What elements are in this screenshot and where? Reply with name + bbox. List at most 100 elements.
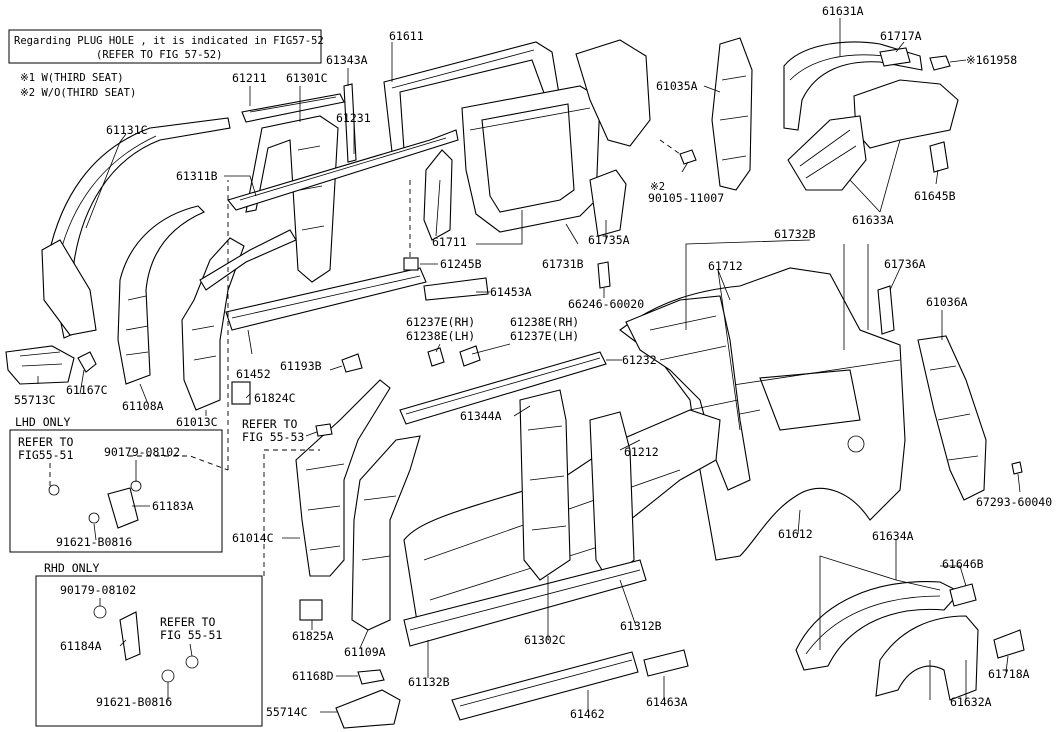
lhd-part-91621: 91621-B0816	[56, 535, 132, 549]
part-labels: 61611 61211 61301C 61343A 61131C 61311B …	[14, 4, 1052, 721]
label-61231: 61231	[336, 111, 371, 125]
label-61036a: 61036A	[926, 295, 968, 309]
part-61717a-shape	[879, 47, 911, 67]
label-61168d: 61168D	[292, 669, 334, 683]
label-61108a: 61108A	[122, 399, 164, 413]
footnote-no-third-seat: ※2 W/O(THIRD SEAT)	[20, 87, 136, 99]
label-61453a: 61453A	[490, 285, 532, 299]
part-61131c-shape	[47, 117, 231, 339]
refer-fig-55-53-line2: FIG 55-53	[242, 430, 304, 444]
lhd-only-title: LHD ONLY	[15, 415, 70, 429]
label-90105-11007: 90105-11007	[648, 191, 724, 205]
rhd-only-title: RHD ONLY	[44, 561, 99, 575]
lhd-refer-line2: FIG55-51	[18, 448, 73, 462]
label-61014c: 61014C	[232, 531, 274, 545]
label-61612: 61612	[778, 527, 813, 541]
label-61717a: 61717A	[880, 29, 922, 43]
rhd-part-91621: 91621-B0816	[96, 695, 172, 709]
plug-hole-note: Regarding PLUG HOLE , it is indicated in…	[8, 29, 324, 64]
label-61211: 61211	[232, 71, 267, 85]
label-61013c: 61013C	[176, 415, 218, 429]
label-61611: 61611	[389, 29, 424, 43]
part-drawings	[5, 37, 1025, 729]
label-61238e-rh: 61238E(RH)	[510, 315, 579, 329]
part-55714c-shape	[335, 689, 401, 729]
rhd-part-61184a: 61184A	[60, 639, 102, 653]
part-61824c-shape	[231, 381, 251, 405]
label-61132b: 61132B	[408, 675, 450, 689]
label-61312b: 61312B	[620, 619, 662, 633]
label-61718a: 61718A	[988, 667, 1030, 681]
label-61311b: 61311B	[176, 169, 218, 183]
label-55714c: 55714C	[266, 705, 308, 719]
label-61711: 61711	[432, 235, 467, 249]
part-66246-shape	[597, 261, 611, 289]
label-61462: 61462	[570, 707, 605, 721]
label-61631a: 61631A	[822, 4, 864, 18]
label-61245b: 61245B	[440, 257, 482, 271]
part-61312b-shape	[589, 411, 635, 581]
label-61825a: 61825A	[292, 629, 334, 643]
part-61237e-shape	[459, 345, 481, 367]
part-61211-shape	[241, 93, 345, 123]
label-61212: 61212	[624, 445, 659, 459]
part-61108a-shape	[117, 205, 205, 385]
part-61343a-shape	[343, 83, 357, 163]
part-61633a-shape	[853, 79, 959, 149]
lhd-part-61183a: 61183A	[152, 499, 194, 513]
label-61824c: 61824C	[254, 391, 296, 405]
part-61711-shape	[423, 149, 453, 241]
part-61645b-shape	[929, 141, 949, 173]
label-61193b: 61193B	[280, 359, 322, 373]
label-66246-60020: 66246-60020	[568, 297, 644, 311]
part-61453a-shape	[423, 277, 489, 301]
part-61646b-shape	[949, 583, 977, 607]
label-67293-60040: 67293-60040	[976, 495, 1052, 509]
part-61631a-shape	[783, 41, 923, 131]
part-61718a-shape	[993, 629, 1025, 659]
lhd-refer-line1: REFER TO	[18, 435, 73, 449]
part-61014c-shape	[295, 379, 391, 577]
rhd-part-90179: 90179-08102	[60, 583, 136, 597]
rhd-refer-line1: REFER TO	[160, 615, 215, 629]
part-61735a-shape	[589, 169, 627, 237]
lhd-part-90179: 90179-08102	[104, 445, 180, 459]
label-61035a: 61035A	[656, 79, 698, 93]
label-61109a: 61109A	[344, 645, 386, 659]
footnote-third-seat: ※1 W(THIRD SEAT)	[20, 72, 124, 84]
label-61232: 61232	[622, 353, 657, 367]
label-61712: 61712	[708, 259, 743, 273]
label-161958: ※161958	[966, 53, 1017, 67]
label-61344a: 61344A	[460, 409, 502, 423]
label-61237e-rh: 61237E(RH)	[406, 315, 475, 329]
part-61167c-shape	[77, 351, 97, 373]
label-61634a: 61634A	[872, 529, 914, 543]
label-61302c: 61302C	[524, 633, 566, 647]
part-61301c-shape	[245, 115, 339, 283]
label-61343a: 61343A	[326, 53, 368, 67]
leader-lines	[37, 18, 1021, 713]
label-55713c: 55713C	[14, 393, 56, 407]
part-61035a-shape	[711, 37, 753, 191]
lhd-only-inset: LHD ONLY REFER TO FIG55-51 90179-08102 6…	[9, 415, 223, 553]
refer-fig-55-53-line1: REFER TO	[242, 417, 297, 431]
label-61463a: 61463A	[646, 695, 688, 709]
label-61646b: 61646B	[942, 557, 984, 571]
part-61634a-shape	[795, 580, 961, 671]
part-61109a-shape	[351, 435, 421, 631]
label-61167c: 61167C	[66, 383, 108, 397]
part-61168d-shape	[357, 669, 385, 685]
label-61732b: 61732B	[774, 227, 816, 241]
part-61825a-shape	[299, 599, 323, 621]
label-61735a: 61735A	[588, 233, 630, 247]
label-61238e-lh: 61238E(LH)	[406, 329, 475, 343]
label-61736a: 61736A	[884, 257, 926, 271]
part-61452-shape	[225, 267, 427, 331]
part-61462-shape	[451, 651, 639, 721]
label-61131c: 61131C	[106, 123, 148, 137]
part-61231-shape	[227, 129, 459, 211]
label-61731b: 61731B	[542, 257, 584, 271]
part-90105-shape	[679, 149, 697, 165]
part-61193b-shape	[341, 353, 363, 373]
